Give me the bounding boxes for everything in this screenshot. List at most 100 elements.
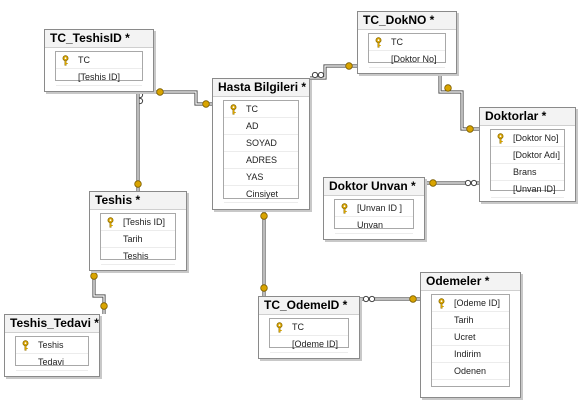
column-row[interactable]: [Doktor No]: [491, 130, 564, 147]
column-name: Cinsiyet: [246, 189, 279, 199]
column-row[interactable]: [Doktor Adı]: [491, 147, 564, 164]
column-row[interactable]: AD: [224, 118, 298, 135]
table-tc-dokno[interactable]: TC_DokNO * TC [Doktor No]: [357, 11, 457, 74]
key-icon: [229, 104, 238, 115]
column-name: TC: [246, 104, 258, 114]
table-title[interactable]: Doktorlar *: [480, 108, 575, 126]
key-icon: [275, 322, 284, 333]
column-name: Tarih: [123, 234, 143, 244]
table-title[interactable]: Teshis_Tedavi *: [5, 315, 99, 333]
column-name: Indirim: [454, 349, 482, 359]
column-name: [Teshis ID]: [123, 217, 166, 227]
column-row[interactable]: Indirim: [432, 346, 509, 363]
rel-tcdok-doktor: [438, 74, 479, 131]
column-name: Odenen: [454, 366, 487, 376]
key-icon: [61, 55, 70, 66]
column-row[interactable]: [Unvan ID ]: [335, 200, 413, 217]
column-name: [Unvan ID]: [513, 184, 556, 194]
key-icon: [496, 133, 505, 144]
table-tc-teshisid[interactable]: TC_TeshisID * TC [Teshis ID]: [44, 29, 154, 92]
table-title[interactable]: Odemeler *: [421, 273, 520, 291]
infinity-icon: [368, 295, 376, 303]
column-row[interactable]: [Odeme ID]: [270, 336, 348, 353]
table-title[interactable]: Doktor Unvan *: [324, 178, 424, 196]
column-row[interactable]: Teshis: [101, 248, 175, 265]
column-row[interactable]: TC: [224, 101, 298, 118]
table-columns: TC [Odeme ID]: [269, 318, 349, 353]
column-row[interactable]: Teshis: [16, 337, 88, 354]
rel-tcdok-doktor-inner: [439, 74, 479, 130]
key-icon: [100, 302, 108, 310]
table-tc-odemeid[interactable]: TC_OdemeID * TC [Odeme ID]: [258, 296, 360, 359]
column-row[interactable]: Tarih: [101, 231, 175, 248]
column-row[interactable]: ADRES: [224, 152, 298, 169]
infinity-icon: [470, 179, 478, 187]
table-columns: TC [Doktor No]: [368, 33, 446, 68]
key-icon: [345, 62, 353, 70]
column-row[interactable]: [Teshis ID]: [56, 69, 142, 86]
table-columns: [Unvan ID ] Unvan: [334, 199, 414, 234]
column-row[interactable]: [Doktor No]: [369, 51, 445, 68]
table-columns: [Doktor No] [Doktor Adı] Brans [Unvan ID]: [490, 129, 565, 198]
key-icon: [202, 100, 210, 108]
key-icon: [466, 125, 474, 133]
table-title[interactable]: TC_OdemeID *: [259, 297, 359, 315]
column-name: TC: [292, 322, 304, 332]
column-row[interactable]: Cinsiyet: [224, 186, 298, 203]
column-row[interactable]: Odenen: [432, 363, 509, 380]
column-row[interactable]: Ucret: [432, 329, 509, 346]
column-name: Unvan: [357, 220, 384, 230]
table-hasta-bilgileri[interactable]: Hasta Bilgileri * TC AD SOYAD ADRES YAS Cinsiy…: [212, 78, 310, 210]
table-doktorlar[interactable]: Doktorlar *[Doktor No][Doktor Adı]Brans[…: [479, 107, 576, 202]
column-name: TC: [78, 55, 90, 65]
key-icon: [134, 180, 142, 188]
key-icon: [106, 217, 115, 228]
column-row[interactable]: Unvan: [335, 217, 413, 234]
column-name: Tarih: [454, 315, 474, 325]
infinity-icon: [311, 71, 319, 79]
column-name: Teshis: [38, 340, 64, 350]
key-icon: [260, 284, 268, 292]
column-row[interactable]: Tedavi: [16, 354, 88, 371]
table-title[interactable]: Hasta Bilgileri *: [213, 79, 309, 97]
column-name: TC: [391, 37, 403, 47]
key-icon: [156, 88, 164, 96]
column-name: [Odeme ID]: [454, 298, 501, 308]
key-icon: [340, 203, 349, 214]
table-title[interactable]: TC_DokNO *: [358, 12, 456, 30]
column-row[interactable]: [Odeme ID]: [432, 295, 509, 312]
column-row[interactable]: TC: [56, 52, 142, 69]
column-name: [Teshis ID]: [78, 72, 121, 82]
column-name: SOYAD: [246, 138, 277, 148]
column-name: YAS: [246, 172, 264, 182]
table-title[interactable]: TC_TeshisID *: [45, 30, 153, 48]
column-row[interactable]: [Unvan ID]: [491, 181, 564, 198]
column-row[interactable]: [Teshis ID]: [101, 214, 175, 231]
column-row[interactable]: YAS: [224, 169, 298, 186]
infinity-icon: [464, 179, 472, 187]
column-name: [Doktor No]: [513, 133, 559, 143]
column-row[interactable]: SOYAD: [224, 135, 298, 152]
column-name: [Unvan ID ]: [357, 203, 403, 213]
column-row[interactable]: Brans: [491, 164, 564, 181]
table-doktor-unvan[interactable]: Doktor Unvan * [Unvan ID ] Unvan: [323, 177, 425, 240]
column-row[interactable]: TC: [270, 319, 348, 336]
infinity-icon: [362, 295, 370, 303]
column-name: Tedavi: [38, 357, 65, 367]
column-name: Ucret: [454, 332, 476, 342]
column-row[interactable]: TC: [369, 34, 445, 51]
key-icon: [444, 84, 452, 92]
column-name: ADRES: [246, 155, 278, 165]
column-row[interactable]: Tarih: [432, 312, 509, 329]
column-name: AD: [246, 121, 259, 131]
rel-tcdok-hasta-inner: [310, 65, 357, 79]
column-name: Brans: [513, 167, 537, 177]
table-title[interactable]: Teshis *: [90, 192, 186, 210]
key-icon: [260, 212, 268, 220]
